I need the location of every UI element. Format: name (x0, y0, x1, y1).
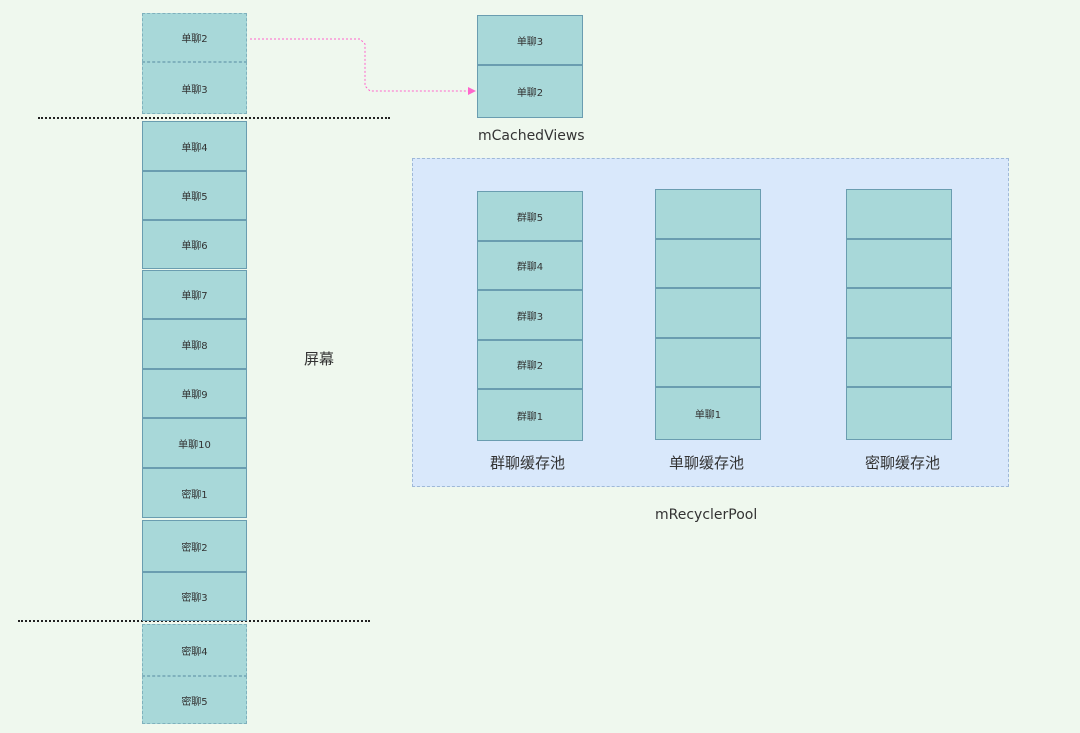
secret-pool-item (846, 288, 952, 338)
list-item: 单聊10 (142, 418, 247, 468)
single-pool-item: 单聊1 (655, 387, 761, 440)
list-item: 单聊7 (142, 270, 247, 319)
single-pool-item (655, 189, 761, 239)
list-item: 密聊3 (142, 572, 247, 621)
list-item: 单聊6 (142, 220, 247, 269)
list-item: 密聊4 (142, 624, 247, 676)
single-pool-label: 单聊缓存池 (669, 454, 745, 472)
screen-label: 屏幕 (304, 350, 335, 368)
single-pool-item (655, 338, 761, 387)
group-pool-item: 群聊5 (477, 191, 583, 241)
cached-views-label: mCachedViews (478, 128, 585, 144)
secret-pool-item (846, 239, 952, 288)
single-pool-item (655, 239, 761, 288)
list-item: 单聊2 (142, 13, 247, 62)
list-item: 单聊9 (142, 369, 247, 418)
cached-view-item: 单聊2 (477, 65, 583, 118)
list-item: 单聊5 (142, 171, 247, 220)
secret-pool-item (846, 387, 952, 440)
recycler-pool-label: mRecyclerPool (655, 507, 758, 523)
group-pool-item: 群聊2 (477, 340, 583, 389)
group-pool-item: 群聊4 (477, 241, 583, 290)
group-pool-label: 群聊缓存池 (490, 454, 566, 472)
list-item: 单聊3 (142, 62, 247, 114)
group-pool-item: 群聊3 (477, 290, 583, 340)
secret-pool-item (846, 189, 952, 239)
screen-bottom-boundary (18, 620, 370, 622)
list-item: 单聊4 (142, 121, 247, 171)
list-item: 单聊8 (142, 319, 247, 369)
cached-view-item: 单聊3 (477, 15, 583, 65)
screen-top-boundary (38, 117, 390, 119)
single-pool-item (655, 288, 761, 338)
group-pool-item: 群聊1 (477, 389, 583, 441)
secret-pool-item (846, 338, 952, 387)
list-item: 密聊5 (142, 676, 247, 724)
list-item: 密聊2 (142, 520, 247, 572)
list-item: 密聊1 (142, 468, 247, 518)
secret-pool-label: 密聊缓存池 (865, 454, 941, 472)
